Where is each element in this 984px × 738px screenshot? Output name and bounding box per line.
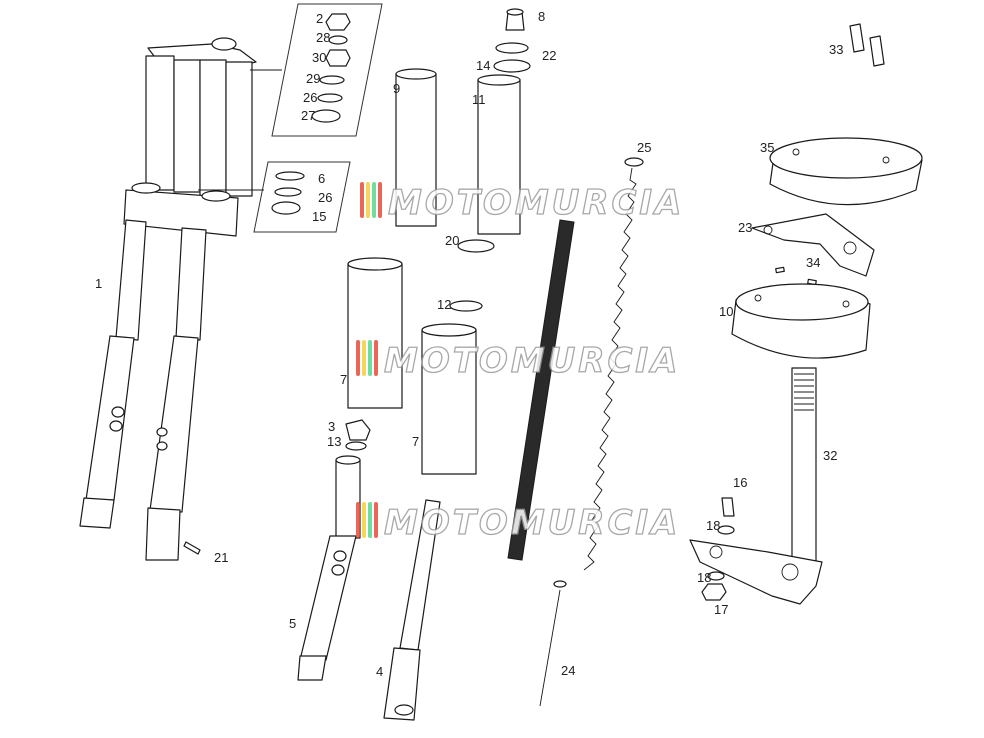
watermark-stripe bbox=[368, 502, 372, 538]
callout-29: 29 bbox=[306, 71, 320, 86]
callout-20: 20 bbox=[445, 233, 459, 248]
cushion-35 bbox=[769, 137, 923, 206]
tube-7-left bbox=[347, 257, 403, 409]
watermark-stripe bbox=[362, 502, 366, 538]
watermark-text: MOTOMURCIA bbox=[388, 183, 684, 223]
watermark-text: MOTOMURCIA bbox=[384, 341, 680, 381]
callout-30: 30 bbox=[312, 50, 326, 65]
bracket-23 bbox=[751, 213, 875, 277]
watermark-3: MOTOMURCIA bbox=[356, 502, 680, 544]
watermark-stripe bbox=[356, 502, 360, 538]
watermark-stripe bbox=[372, 182, 376, 218]
callout-11: 11 bbox=[472, 92, 486, 107]
fork-assembly-complete bbox=[79, 37, 282, 561]
bottom-inset-hardware bbox=[271, 171, 305, 215]
washer-12 bbox=[449, 300, 483, 312]
cap-8 bbox=[493, 8, 531, 73]
lower-leg-4 bbox=[383, 499, 441, 721]
watermark-stripe bbox=[374, 502, 378, 538]
callout-26: 26 bbox=[303, 90, 317, 105]
callout-18: 18 bbox=[706, 518, 720, 533]
callout-17: 17 bbox=[714, 602, 728, 617]
callout-27: 27 bbox=[301, 108, 315, 123]
clips-34 bbox=[775, 266, 817, 286]
bolt-21 bbox=[183, 541, 201, 555]
callout-33: 33 bbox=[829, 42, 843, 57]
watermark-layer: MOTOMURCIA MOTOMURCIA MOTOMURCIA bbox=[356, 182, 684, 544]
callout-25: 25 bbox=[637, 140, 651, 155]
callout-35: 35 bbox=[760, 140, 774, 155]
callout-1: 1 bbox=[95, 276, 102, 291]
callout-21: 21 bbox=[214, 550, 228, 565]
callout-7: 7 bbox=[340, 372, 347, 387]
callout-18: 18 bbox=[697, 570, 711, 585]
nut-17 bbox=[701, 583, 727, 601]
callout-labels: 2 28 30 29 26 27 6 26 15 1 21 8 22 14 9 11 20 12 7 7 313 5 4 25… bbox=[95, 9, 843, 679]
spring-25 bbox=[583, 157, 644, 571]
watermark-stripe bbox=[374, 340, 378, 376]
steering-stem-32 bbox=[791, 367, 817, 569]
callout-24: 24 bbox=[561, 663, 575, 678]
washer-20 bbox=[457, 239, 495, 253]
callout-32: 32 bbox=[823, 448, 837, 463]
cushion-10 bbox=[731, 283, 871, 359]
callout-8: 8 bbox=[538, 9, 545, 24]
watermark-stripe bbox=[378, 182, 382, 218]
callout-10: 10 bbox=[719, 304, 733, 319]
lower-leg-5 bbox=[297, 455, 361, 681]
tube-11 bbox=[477, 74, 521, 235]
callout-12: 12 bbox=[437, 297, 451, 312]
washer-13 bbox=[345, 441, 367, 451]
callout-9: 9 bbox=[393, 81, 400, 96]
watermark-text: MOTOMURCIA bbox=[384, 503, 680, 543]
nut-3 bbox=[345, 419, 371, 441]
watermark-stripe bbox=[366, 182, 370, 218]
callout-22: 22 bbox=[542, 48, 556, 63]
callout-5: 5 bbox=[289, 616, 296, 631]
watermark-stripe bbox=[360, 182, 364, 218]
top-inset-hardware bbox=[311, 13, 351, 123]
watermark-2: MOTOMURCIA bbox=[356, 340, 680, 382]
tube-9 bbox=[395, 68, 437, 227]
washer-18-top bbox=[717, 525, 735, 535]
callout-14: 14 bbox=[476, 58, 490, 73]
watermark-stripe bbox=[362, 340, 366, 376]
watermark-stripe bbox=[368, 340, 372, 376]
callout-13: 13 bbox=[327, 434, 341, 449]
clips-33 bbox=[849, 23, 885, 67]
callout-7: 7 bbox=[412, 434, 419, 449]
bolt-16 bbox=[721, 497, 735, 517]
callout-15: 15 bbox=[312, 209, 326, 224]
callout-26: 26 bbox=[318, 190, 332, 205]
callout-34: 34 bbox=[806, 255, 820, 270]
callout-6: 6 bbox=[318, 171, 325, 186]
lower-clamp bbox=[689, 539, 823, 605]
callout-28: 28 bbox=[316, 30, 330, 45]
damper-rod bbox=[507, 219, 575, 561]
washer-18-bottom bbox=[707, 571, 725, 581]
inset-box-steering-bottom bbox=[253, 161, 351, 233]
callout-16: 16 bbox=[733, 475, 747, 490]
rod-24 bbox=[539, 580, 567, 707]
callout-2: 2 bbox=[316, 11, 323, 26]
callout-4: 4 bbox=[376, 664, 383, 679]
tube-7-right bbox=[421, 323, 477, 475]
watermark-1: MOTOMURCIA bbox=[360, 182, 684, 224]
callout-23: 23 bbox=[738, 220, 752, 235]
watermark-stripe bbox=[356, 340, 360, 376]
inset-box-steering-top bbox=[271, 3, 383, 137]
callout-3: 3 bbox=[328, 419, 335, 434]
